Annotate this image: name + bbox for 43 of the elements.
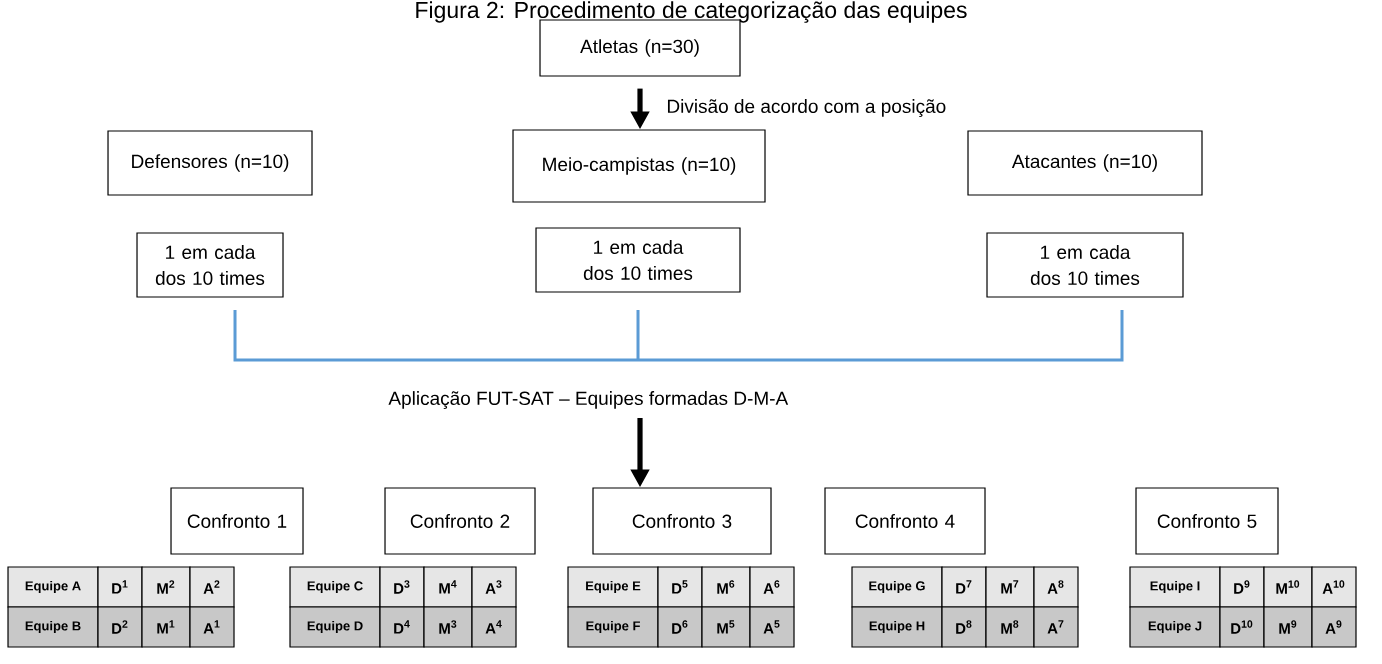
table-cell: D$^{2}$ bbox=[97, 606, 143, 648]
table-cell: M$^{8}$ bbox=[985, 606, 1035, 648]
heading-box: Confronto 5 bbox=[1135, 487, 1279, 555]
heading-box: Confronto 1 bbox=[170, 487, 304, 555]
table-cell: D$^{9}$ bbox=[1219, 566, 1265, 608]
text-box: Defensores (n=10) bbox=[107, 130, 313, 196]
text-box: Meio-campistas (n=10) bbox=[512, 129, 766, 203]
table-cell: A$^{3}$ bbox=[471, 566, 517, 608]
table-cell: A$^{2}$ bbox=[189, 566, 235, 608]
table-cell: D$^{6}$ bbox=[657, 606, 703, 648]
heading-box: Confronto 3 bbox=[592, 487, 772, 555]
table-cell: A$^{4}$ bbox=[471, 606, 517, 648]
edge-label: Divisão de acordo com a posição bbox=[664, 97, 949, 119]
text-box: Atacantes (n=10) bbox=[967, 130, 1203, 196]
table-cell: A$^{7}$ bbox=[1033, 606, 1079, 648]
table-cell: A$^{9}$ bbox=[1311, 606, 1357, 648]
table-cell: D$^{7}$ bbox=[941, 566, 987, 608]
table-cell: M$^{7}$ bbox=[985, 566, 1035, 608]
table-cell: D$^{5}$ bbox=[657, 566, 703, 608]
table-cell: M$^{2}$ bbox=[141, 566, 191, 608]
table-cell: A$^{1}$ bbox=[189, 606, 235, 648]
table-cell: D$^{3}$ bbox=[379, 566, 425, 608]
table-cell: D$^{8}$ bbox=[941, 606, 987, 648]
table-cell: M$^{10}$ bbox=[1263, 566, 1313, 608]
table-cell: A$^{6}$ bbox=[749, 566, 795, 608]
text-box: 1 em cada dos 10 times bbox=[986, 232, 1184, 298]
table-cell: D$^{10}$ bbox=[1219, 606, 1265, 648]
table-cell: M$^{5}$ bbox=[701, 606, 751, 648]
table-cell: A$^{10}$ bbox=[1311, 566, 1357, 608]
table-cell: M$^{6}$ bbox=[701, 566, 751, 608]
table-cell: A$^{5}$ bbox=[749, 606, 795, 648]
table-cell: A$^{8}$ bbox=[1033, 566, 1079, 608]
heading-box: Confronto 4 bbox=[824, 487, 986, 555]
table-cell: M$^{3}$ bbox=[423, 606, 473, 648]
table-cell: M$^{9}$ bbox=[1263, 606, 1313, 648]
table-cell: M$^{4}$ bbox=[423, 566, 473, 608]
text-box: 1 em cada dos 10 times bbox=[535, 227, 741, 293]
edge-label: Aplicação FUT-SAT – Equipes formadas D-M-A bbox=[386, 389, 791, 411]
table-cell: D$^{1}$ bbox=[97, 566, 143, 608]
heading-box: Confronto 2 bbox=[384, 487, 536, 555]
text-box: 1 em cada dos 10 times bbox=[136, 232, 284, 298]
table-cell: D$^{4}$ bbox=[379, 606, 425, 648]
table-cell: M$^{1}$ bbox=[141, 606, 191, 648]
